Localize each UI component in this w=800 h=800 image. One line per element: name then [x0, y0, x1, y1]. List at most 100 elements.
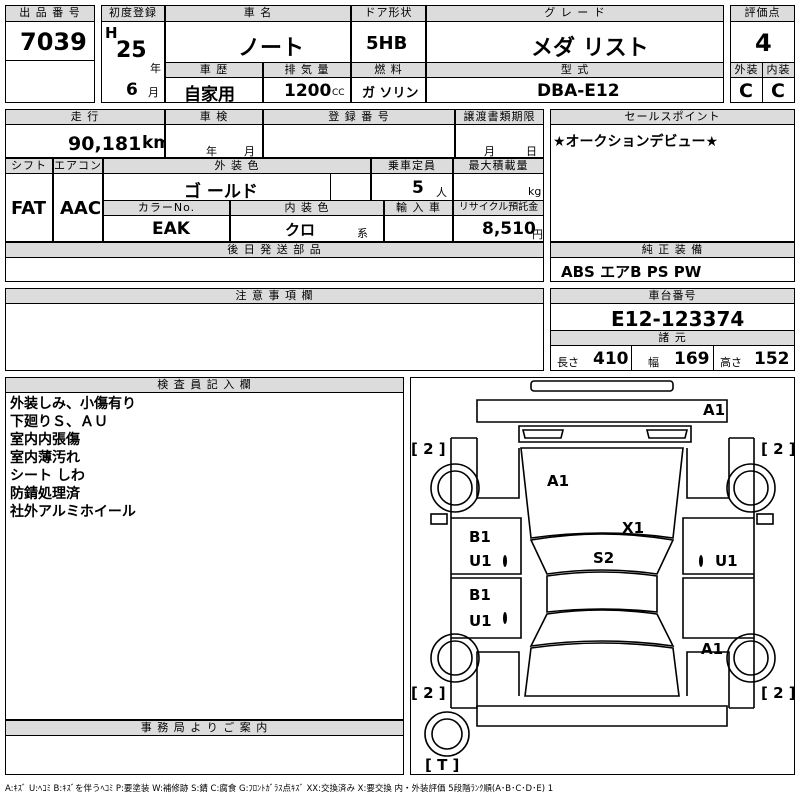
deadline-day-unit: 日 — [526, 145, 537, 158]
color-no-cell: EAK — [103, 215, 230, 242]
wheel-fr-shape — [733, 470, 769, 506]
mark-tire-fr: [ 2 ] — [761, 440, 794, 458]
inspector-header: 検 査 員 記 入 欄 — [5, 377, 404, 393]
inspection-header: 車 検 — [165, 109, 263, 125]
chassis-cell: E12-123374 — [550, 303, 795, 331]
insp-year-unit: 年 — [206, 145, 217, 158]
recycle-cell: 8,510 円 — [453, 215, 544, 242]
wheel-fl-shape — [437, 470, 473, 506]
left-rear-handle-shape — [503, 612, 507, 624]
left-rear-door-shape — [451, 577, 522, 639]
reg-month: 6 — [126, 80, 138, 100]
wheel-rr-shape — [733, 640, 769, 676]
import-header: 輸 入 車 — [384, 200, 453, 216]
right-rear-door-shape — [682, 577, 754, 639]
caution-cell — [5, 303, 544, 371]
equipment: ABS エアB PS PW — [561, 263, 702, 281]
roof-shape — [546, 571, 658, 613]
sales-point: ★オークションデビュー★ — [553, 134, 719, 150]
mark-lf-door-u: U1 — [469, 552, 492, 570]
left-front-handle-shape — [503, 555, 507, 567]
tire-fr-shape — [726, 463, 776, 513]
specs-header: 諸 元 — [550, 330, 795, 346]
ext-grade: C — [739, 80, 753, 102]
mark-lr-door-u: U1 — [469, 612, 492, 630]
person-unit: 人 — [436, 186, 447, 199]
lot-header: 出 品 番 号 — [5, 5, 95, 22]
score-cell: 4 — [730, 21, 795, 63]
right-front-fender-shape — [686, 438, 730, 499]
ext-color-extra — [330, 173, 371, 201]
spare-wheel-shape — [431, 718, 463, 750]
mileage: 90,181 — [68, 133, 142, 155]
right-light-shape — [645, 429, 689, 439]
tire-fl-shape — [430, 463, 480, 513]
door-type: 5HB — [366, 33, 408, 54]
top-bar-shape — [530, 380, 674, 392]
ext-color-cell: ゴ ールド — [103, 173, 331, 202]
displacement: 1200 — [284, 81, 332, 101]
left-light-shape — [521, 429, 565, 439]
year-unit: 年 — [150, 62, 161, 75]
capacity-cell: 5 人 — [371, 173, 453, 201]
caution-header: 注 意 事 項 欄 — [5, 288, 544, 304]
cc-unit: CC — [332, 88, 345, 98]
interior-header: 内装 — [762, 62, 795, 78]
fuel-cell: ガ ソリン — [351, 77, 426, 103]
ext-color-header: 外 装 色 — [103, 158, 371, 174]
score: 4 — [755, 29, 772, 57]
left-front-fender-shape — [476, 438, 520, 499]
mark-lf-door-b: B1 — [469, 528, 491, 546]
office-header: 事 務 局 よ り ご 案 内 — [5, 720, 404, 736]
width-label: 幅 — [648, 356, 659, 369]
left-rear-fender-shape — [476, 651, 520, 708]
car-diagram: A1 A1 X1 S2 B1 U1 B1 U1 U1 A1 [ 2 ] [ 2 … — [410, 377, 796, 775]
mark-r-door-u: U1 — [715, 552, 738, 570]
sales-point-cell: ★オークションデビュー★ — [550, 124, 795, 242]
height: 152 — [754, 349, 790, 369]
int-grade: C — [771, 80, 785, 102]
history-cell: 自家用 — [165, 77, 263, 105]
inspector-note: 室内薄汚れ — [10, 450, 80, 466]
grade-cell: メダ リスト — [426, 21, 724, 63]
capacity-header: 乗車定員 — [371, 158, 453, 174]
car-diagram-svg: A1 A1 X1 S2 B1 U1 B1 U1 U1 A1 [ 2 ] [ 2 … — [411, 380, 796, 774]
yen-unit: 円 — [532, 228, 543, 241]
hood-shape — [520, 447, 684, 539]
inspector-cell: 外装しみ、小傷有り 下廻りＳ、ＡＵ 室内内張傷 室内薄汚れ シート しわ 防錆処… — [5, 392, 404, 720]
inspection-cell: 年 月 — [165, 124, 263, 158]
shift-header: シフト — [5, 158, 53, 174]
inspector-note: シート しわ — [10, 468, 85, 484]
sales-point-header: セールスポイント — [550, 109, 795, 125]
equipment-header: 純 正 装 備 — [550, 242, 795, 258]
left-front-door-shape — [451, 517, 522, 575]
displacement-header: 排 気 量 — [263, 62, 351, 78]
int-color-header: 内 装 色 — [230, 200, 384, 216]
mileage-cell: 90,181 km — [5, 124, 171, 158]
import-cell — [384, 215, 453, 242]
score-header: 評価点 — [730, 5, 795, 22]
length-label: 長さ — [557, 356, 579, 369]
legend: A:ｷｽﾞ U:ﾍｺﾐ B:ｷｽﾞを伴うﾍｺﾐ P:要塗装 W:補修跡 S:錆 … — [5, 784, 554, 794]
int-color-cell: クロ 系 — [230, 215, 384, 242]
inspector-note: 室内内張傷 — [10, 432, 80, 448]
chassis-no: E12-123374 — [611, 307, 745, 331]
mark-tire-rl: [ 2 ] — [411, 684, 446, 702]
inspector-note: 下廻りＳ、ＡＵ — [10, 414, 108, 430]
wheel-rl-shape — [437, 640, 473, 676]
displacement-cell: 1200 CC — [263, 77, 351, 103]
era-prefix: H — [105, 24, 118, 42]
capacity: 5 — [412, 178, 424, 198]
month-unit: 月 — [148, 86, 159, 99]
length-cell: 長さ 410 — [550, 345, 632, 371]
model-cell: DBA-E12 — [426, 77, 724, 103]
max-load-cell: kg — [453, 173, 544, 201]
max-load-header: 最大積載量 — [453, 158, 544, 174]
mark-spare: [ T ] — [425, 756, 459, 774]
recycle-header: リサイクル預託金 — [453, 200, 544, 216]
exterior-header: 外装 — [730, 62, 763, 78]
front-bumper-shape — [476, 399, 728, 423]
inspector-note: 防錆処理済 — [10, 486, 80, 502]
reg-year: 25 — [116, 38, 147, 63]
model-header: 型 式 — [426, 62, 724, 78]
